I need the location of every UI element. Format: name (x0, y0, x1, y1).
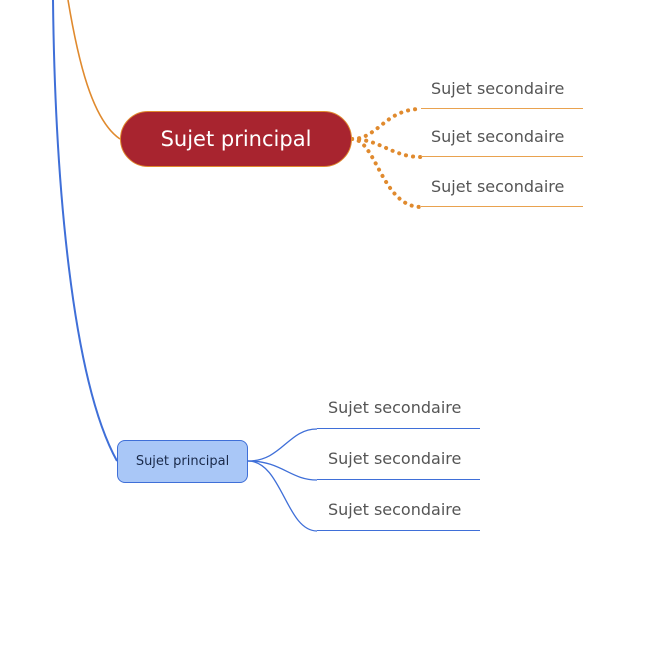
orange-trunk-branch (67, 0, 121, 140)
subtopic-bottom-1[interactable]: Sujet secondaire (317, 393, 480, 429)
subtopic-label: Sujet secondaire (328, 500, 462, 519)
subtopic-label: Sujet secondaire (328, 398, 462, 417)
orange-subtopic-connectors (350, 107, 423, 209)
subtopic-label: Sujet secondaire (431, 177, 565, 196)
subtopic-top-1[interactable]: Sujet secondaire (421, 75, 583, 109)
blue-trunk-branch (52, 0, 118, 462)
subtopic-label: Sujet secondaire (431, 79, 565, 98)
main-topic-bottom[interactable]: Sujet principal (117, 440, 248, 483)
subtopic-bottom-3[interactable]: Sujet secondaire (317, 495, 480, 531)
main-topic-top-label: Sujet principal (160, 127, 312, 151)
subtopic-label: Sujet secondaire (328, 449, 462, 468)
main-topic-bottom-label: Sujet principal (135, 454, 230, 469)
subtopic-top-2[interactable]: Sujet secondaire (421, 123, 583, 157)
subtopic-top-3[interactable]: Sujet secondaire (421, 173, 583, 207)
subtopic-label: Sujet secondaire (431, 127, 565, 146)
main-topic-top[interactable]: Sujet principal (120, 111, 352, 167)
blue-subtopic-connectors (247, 428, 318, 532)
subtopic-bottom-2[interactable]: Sujet secondaire (317, 444, 480, 480)
